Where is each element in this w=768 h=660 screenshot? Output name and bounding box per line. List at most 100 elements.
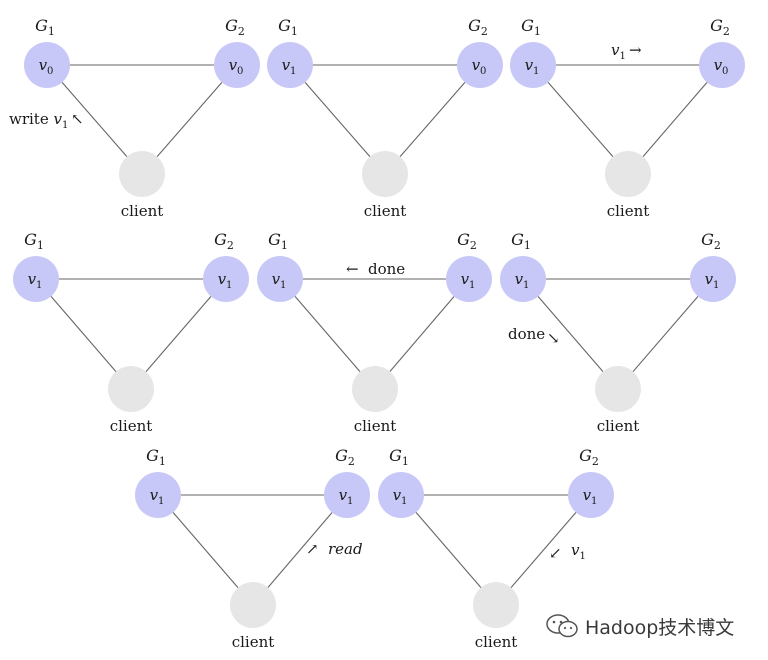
client-node bbox=[473, 582, 519, 628]
replica-label-g2: G2 bbox=[710, 16, 730, 38]
replica-node-g1 bbox=[135, 472, 181, 518]
replica-label-g1: G1 bbox=[511, 230, 531, 252]
edge-g1-client bbox=[547, 81, 614, 158]
replica-node-g2 bbox=[214, 42, 260, 88]
edge-g2-client bbox=[642, 82, 708, 157]
replica-label-g1: G1 bbox=[24, 230, 44, 252]
client-label: client bbox=[597, 417, 640, 435]
replica-label-g1: G1 bbox=[146, 446, 166, 468]
replica-node-g1 bbox=[378, 472, 424, 518]
edge-g1-client bbox=[50, 296, 117, 372]
client-node bbox=[362, 151, 408, 197]
value-label-g2: v0 bbox=[472, 56, 487, 77]
replica-node-g2 bbox=[568, 472, 614, 518]
edge-g1-client bbox=[294, 296, 361, 372]
edge-g2-client bbox=[156, 81, 223, 158]
edge-g1-client bbox=[537, 296, 604, 372]
value-label-g2: v0 bbox=[714, 56, 729, 77]
edge-g2-client bbox=[399, 81, 466, 158]
client-label: client bbox=[110, 417, 153, 435]
value-label-g2: v1 bbox=[461, 270, 476, 291]
panel-4: v1 v1 G1 G2 client bbox=[13, 230, 249, 435]
client-node bbox=[230, 582, 276, 628]
value-label-g2: v1 bbox=[218, 270, 233, 291]
replica-node-g1 bbox=[267, 42, 313, 88]
replica-label-g2: G2 bbox=[457, 230, 477, 252]
client-label: client bbox=[232, 633, 275, 651]
watermark: Hadoop技术博文 bbox=[545, 612, 765, 640]
arrow-ne-icon: ↗ bbox=[306, 540, 319, 558]
annotation-done-down: done bbox=[508, 325, 545, 343]
value-label-g1: v1 bbox=[515, 270, 530, 291]
replica-label-g2: G2 bbox=[225, 16, 245, 38]
replica-node-g1 bbox=[257, 256, 303, 302]
edge-g2-client bbox=[389, 296, 455, 372]
replica-node-g2 bbox=[699, 42, 745, 88]
arrow-sw-icon: ↙ bbox=[549, 544, 562, 562]
edge-g2-client bbox=[632, 296, 699, 372]
replica-label-g2: G2 bbox=[579, 446, 599, 468]
value-label-g2: v1 bbox=[339, 486, 354, 507]
panel-3: v1 v0 G1 G2 client bbox=[510, 16, 745, 220]
replica-label-g2: G2 bbox=[701, 230, 721, 252]
replica-node-g1 bbox=[13, 256, 59, 302]
value-label-g1: v1 bbox=[393, 486, 408, 507]
value-label-g2: v1 bbox=[705, 270, 720, 291]
panel-5: v1 v1 G1 G2 client bbox=[257, 230, 492, 435]
replica-node-g1 bbox=[24, 42, 70, 88]
client-label: client bbox=[121, 202, 164, 220]
replica-node-g2 bbox=[446, 256, 492, 302]
panel-6: v1 v1 G1 G2 client bbox=[500, 230, 736, 435]
edge-g1-client bbox=[304, 81, 371, 158]
replica-label-g1: G1 bbox=[389, 446, 409, 468]
replica-node-g2 bbox=[324, 472, 370, 518]
annotation-done-left: done bbox=[368, 260, 405, 278]
replica-node-g1 bbox=[510, 42, 556, 88]
arrow-se-icon: ↘ bbox=[547, 329, 560, 347]
replica-label-g1: G1 bbox=[278, 16, 298, 38]
arrow-nw-icon: ↖ bbox=[71, 110, 84, 128]
edge-g1-client bbox=[61, 81, 128, 158]
replica-label-g1: G1 bbox=[268, 230, 288, 252]
annotation-v1-right: v1 bbox=[611, 41, 626, 62]
panel-8: v1 v1 G1 G2 client bbox=[378, 446, 614, 651]
annotation-write-v1: write v1 bbox=[9, 110, 68, 131]
replica-label-g2: G2 bbox=[214, 230, 234, 252]
client-label: client bbox=[364, 202, 407, 220]
replica-label-g2: G2 bbox=[335, 446, 355, 468]
annotation-read: read bbox=[328, 540, 363, 558]
replica-label-g1: G1 bbox=[35, 16, 55, 38]
client-node bbox=[108, 366, 154, 412]
client-label: client bbox=[607, 202, 650, 220]
value-label-g1: v1 bbox=[28, 270, 43, 291]
replica-label-g1: G1 bbox=[521, 16, 541, 38]
annotations-layer: write v1 ↖ v1 → ← done done ↘ ↗ read ↙ v… bbox=[9, 41, 642, 562]
value-label-g1: v1 bbox=[282, 56, 297, 77]
value-label-g1: v1 bbox=[150, 486, 165, 507]
client-label: client bbox=[475, 633, 518, 651]
client-node bbox=[119, 151, 165, 197]
client-node bbox=[595, 366, 641, 412]
client-label: client bbox=[354, 417, 397, 435]
value-label-g1: v1 bbox=[525, 56, 540, 77]
client-node bbox=[352, 366, 398, 412]
wechat-icon bbox=[546, 614, 578, 638]
edge-g1-client bbox=[172, 512, 239, 588]
panel-7: v1 v1 G1 G2 client bbox=[135, 446, 370, 651]
edge-g1-client bbox=[415, 512, 482, 588]
annotation-v1-down: v1 bbox=[571, 541, 586, 562]
edge-g2-client bbox=[145, 296, 212, 372]
arrow-left-icon: ← bbox=[346, 260, 359, 278]
replica-node-g2 bbox=[690, 256, 736, 302]
replica-node-g2 bbox=[457, 42, 503, 88]
value-label-g2: v1 bbox=[583, 486, 598, 507]
edge-g2-client bbox=[510, 512, 577, 588]
value-label-g1: v1 bbox=[272, 270, 287, 291]
replica-node-g1 bbox=[500, 256, 546, 302]
client-node bbox=[605, 151, 651, 197]
edge-g2-client bbox=[267, 512, 333, 588]
